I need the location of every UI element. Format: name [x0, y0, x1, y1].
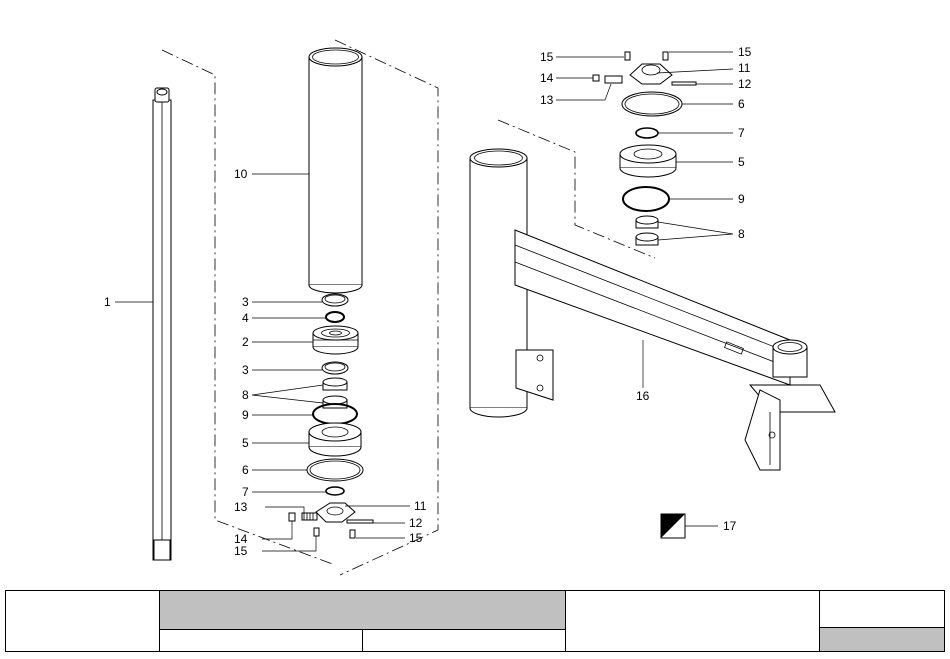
callout-14-right: 14 — [540, 71, 554, 85]
callout-7-right: 7 — [738, 126, 745, 140]
title-cell-number-a — [159, 629, 363, 652]
title-cell-logo — [5, 590, 160, 652]
callout-15-right-b: 15 — [738, 45, 752, 59]
callout-11-right: 11 — [738, 61, 751, 75]
post-and-arm-part-16 — [470, 149, 835, 470]
callout-8-right: 8 — [738, 227, 745, 241]
stack-left-column — [289, 294, 373, 538]
title-cell-drawing — [565, 590, 820, 652]
callout-12-right: 12 — [738, 77, 752, 91]
callout-9-right: 9 — [738, 192, 745, 206]
callout-8-left: 8 — [242, 388, 249, 402]
tube-part-10 — [309, 48, 362, 293]
callout-6-right: 6 — [738, 97, 745, 111]
title-cell-number-b — [362, 629, 566, 652]
callout-16: 16 — [636, 389, 650, 403]
callout-2: 2 — [242, 335, 249, 349]
callout-4: 4 — [242, 311, 249, 325]
callout-5-left: 5 — [242, 436, 249, 450]
symbol-part-17 — [661, 514, 685, 538]
title-cell-sheet — [819, 590, 945, 628]
callout-3-lower: 3 — [242, 363, 249, 377]
stack-right-column — [593, 52, 696, 245]
callout-1: 1 — [104, 295, 111, 309]
callout-5-right: 5 — [738, 155, 745, 169]
title-cell-revision — [819, 627, 945, 652]
callout-15-right-a: 15 — [540, 50, 554, 64]
callout-11-left: 11 — [414, 499, 427, 513]
callout-12-left: 12 — [409, 516, 423, 530]
callout-15-left-b: 15 — [409, 531, 423, 545]
callout-3-upper: 3 — [242, 295, 249, 309]
callout-7-left: 7 — [242, 485, 249, 499]
callout-13-right: 13 — [540, 93, 554, 107]
title-cell-description — [159, 590, 566, 630]
callout-15-left: 15 — [234, 544, 248, 558]
callout-9-left: 9 — [242, 408, 249, 422]
callout-17: 17 — [723, 519, 737, 533]
callout-10: 10 — [234, 167, 248, 181]
shaft-part-1 — [153, 88, 171, 560]
callout-6-left: 6 — [242, 463, 249, 477]
callout-13-left: 13 — [234, 500, 248, 514]
